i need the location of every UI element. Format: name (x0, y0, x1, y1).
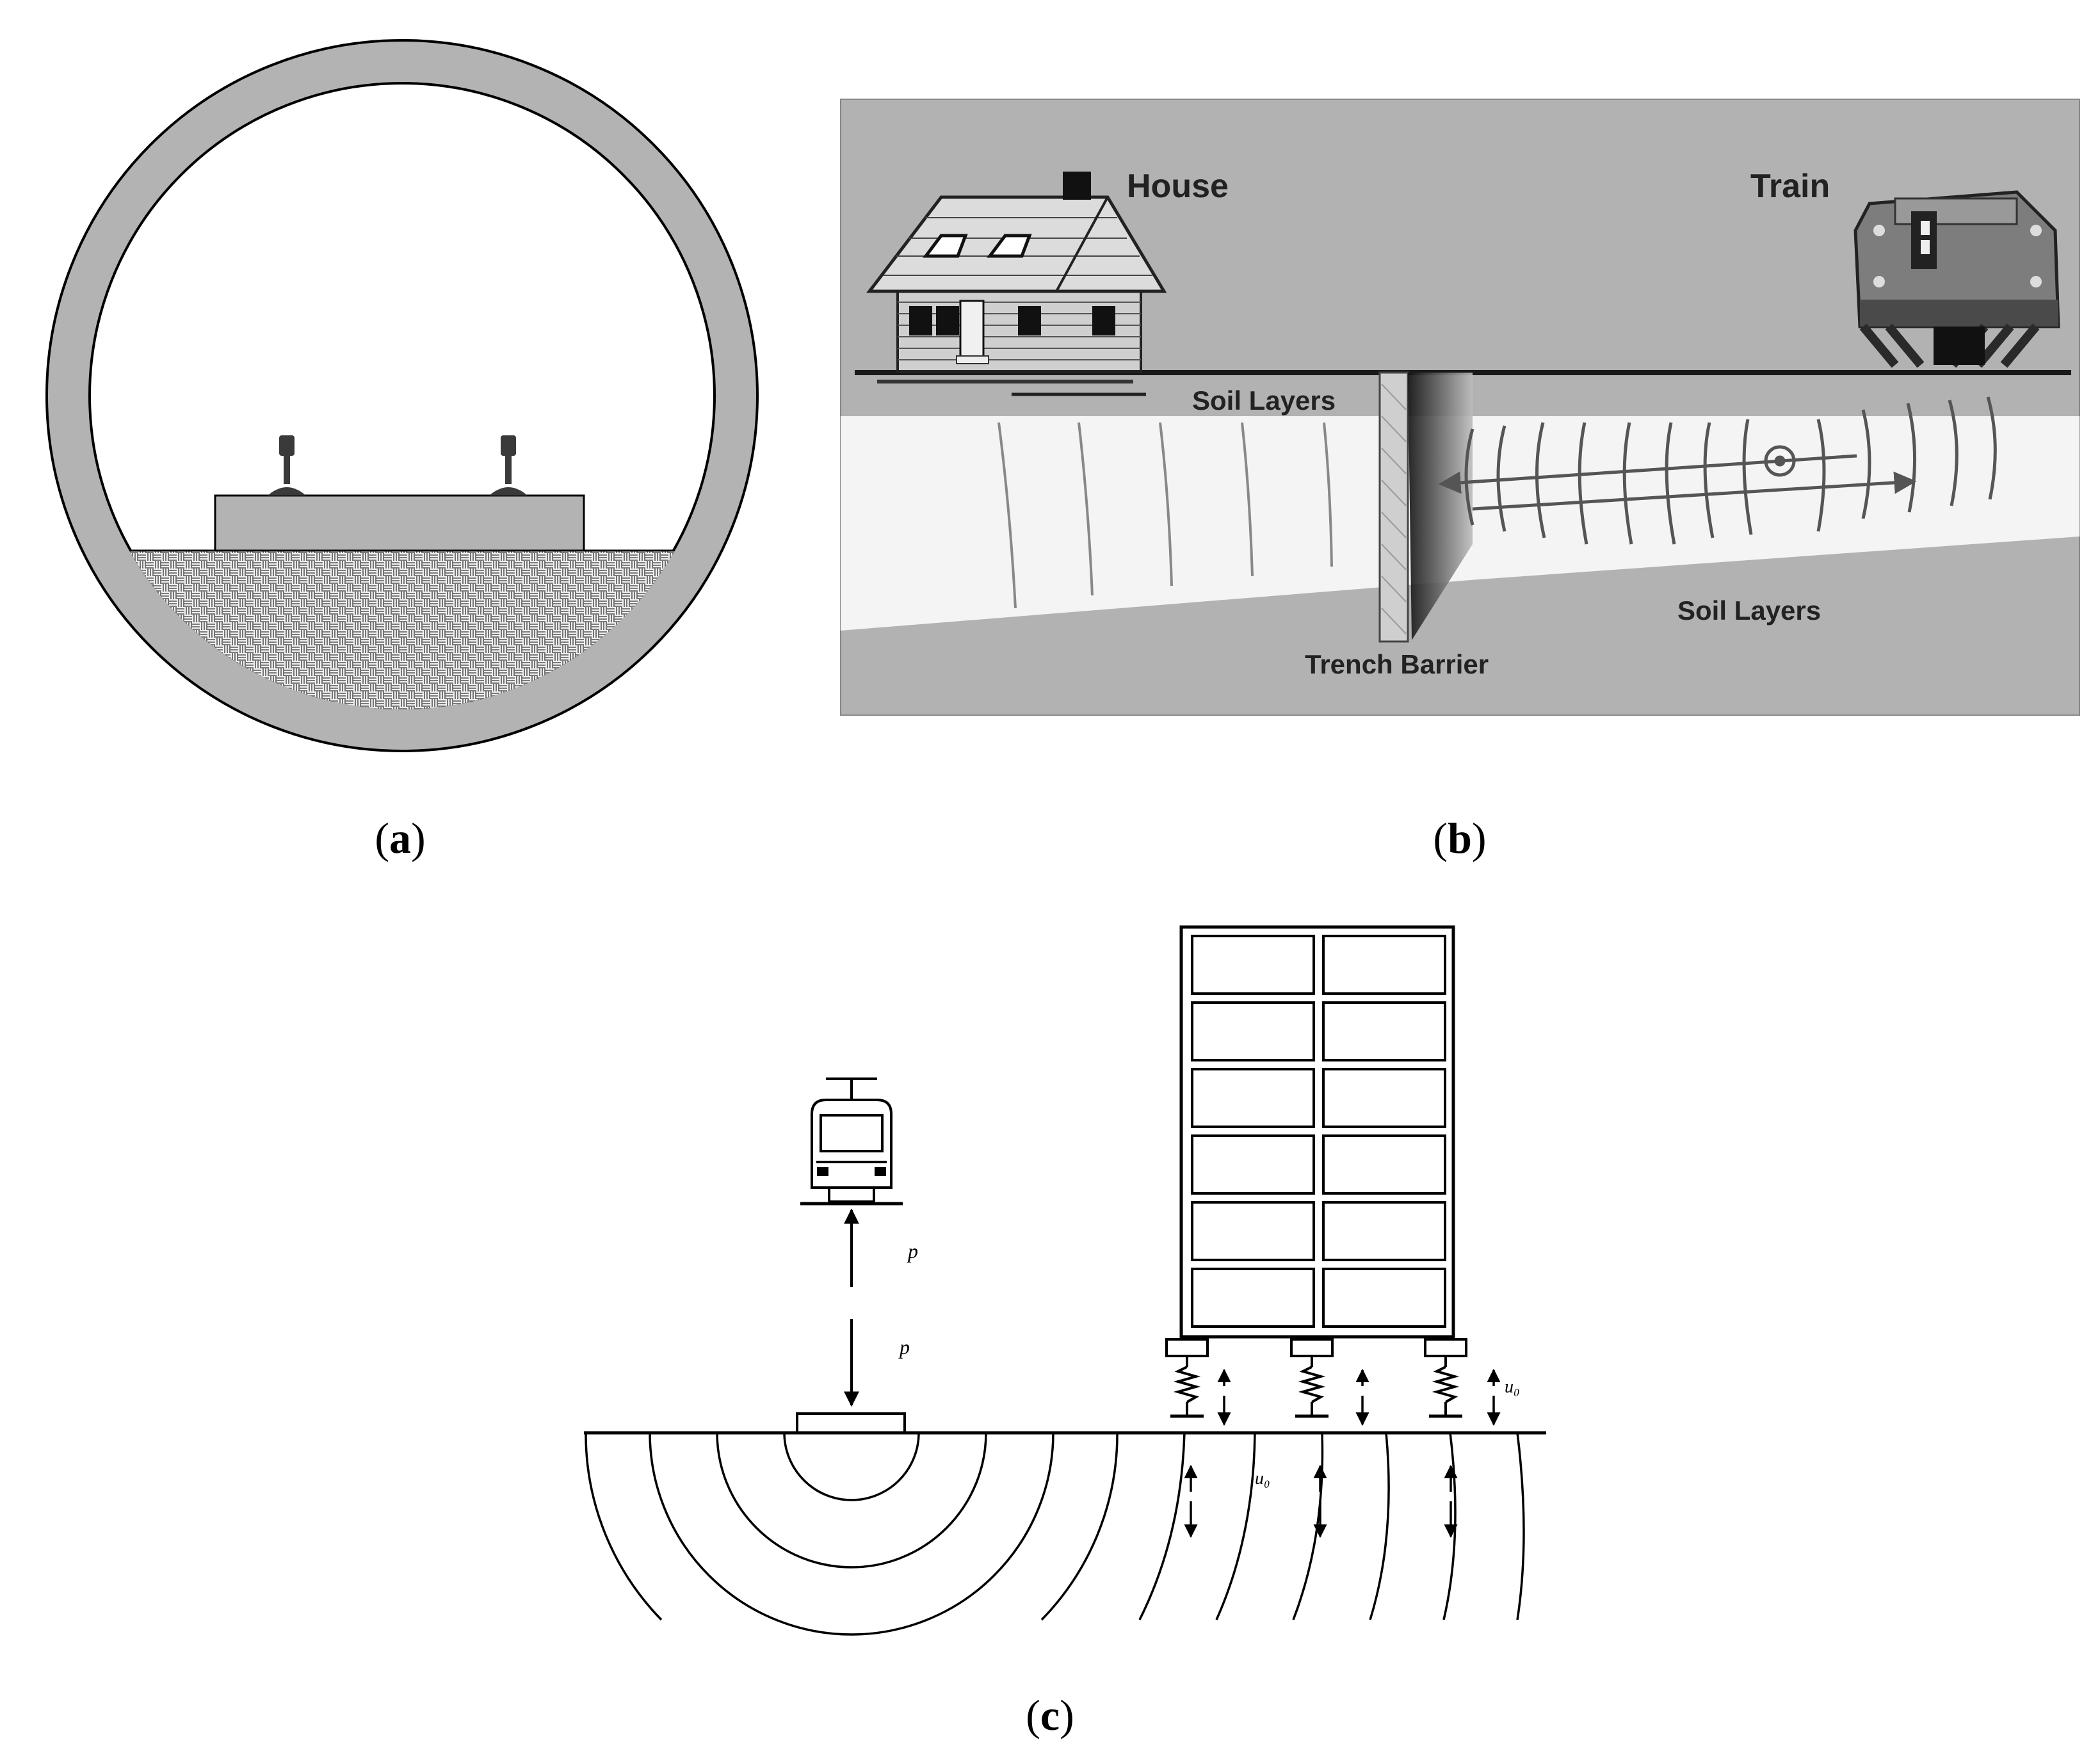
displacement-label-ground: u₀ (1255, 1469, 1270, 1489)
rail-right (489, 435, 528, 496)
footing-middle (1290, 1338, 1334, 1418)
footing-left (1165, 1338, 1209, 1418)
ballast-fill (88, 551, 716, 709)
building-rooms (1191, 935, 1446, 1328)
building-frame (1179, 925, 1455, 1339)
wave-arrow-lower (1472, 471, 1917, 511)
trench-barrier (1378, 371, 1409, 643)
caption-c: (c) (1026, 1691, 1074, 1739)
panel-c-building: p p u₀ u₀ (584, 925, 1546, 1636)
displacement-label-building: u₀ (1505, 1377, 1520, 1397)
panel-b-trench: House Train Soil Layers Soil Layers Tren… (840, 99, 2080, 716)
soil-layers-top-label: Soil Layers (1192, 385, 1336, 416)
attenuated-waves (998, 422, 1333, 609)
load-label-lower: p (898, 1335, 910, 1359)
trench-shadow (1408, 373, 1473, 640)
panel-a-tunnel (45, 39, 759, 752)
load-footing (796, 1412, 906, 1434)
track-slab (214, 494, 585, 552)
caption-b: (b) (1433, 814, 1487, 862)
house-icon (866, 172, 1167, 373)
train-label: Train (1750, 168, 1830, 205)
rail-left (268, 435, 306, 496)
load-label-upper: p (907, 1239, 918, 1263)
trench-barrier-label: Trench Barrier (1305, 649, 1489, 679)
wave-fronts (585, 1432, 1525, 1636)
caption-a: (a) (375, 814, 426, 862)
house-label: House (1127, 168, 1229, 205)
tram-icon (800, 1077, 903, 1206)
wave-arrow-upper (1438, 454, 1857, 494)
train-icon (1854, 190, 2060, 368)
displacement-arrows (1184, 1368, 1501, 1538)
footing-right (1424, 1338, 1467, 1418)
soil-layers-bottom-label: Soil Layers (1677, 595, 1821, 625)
